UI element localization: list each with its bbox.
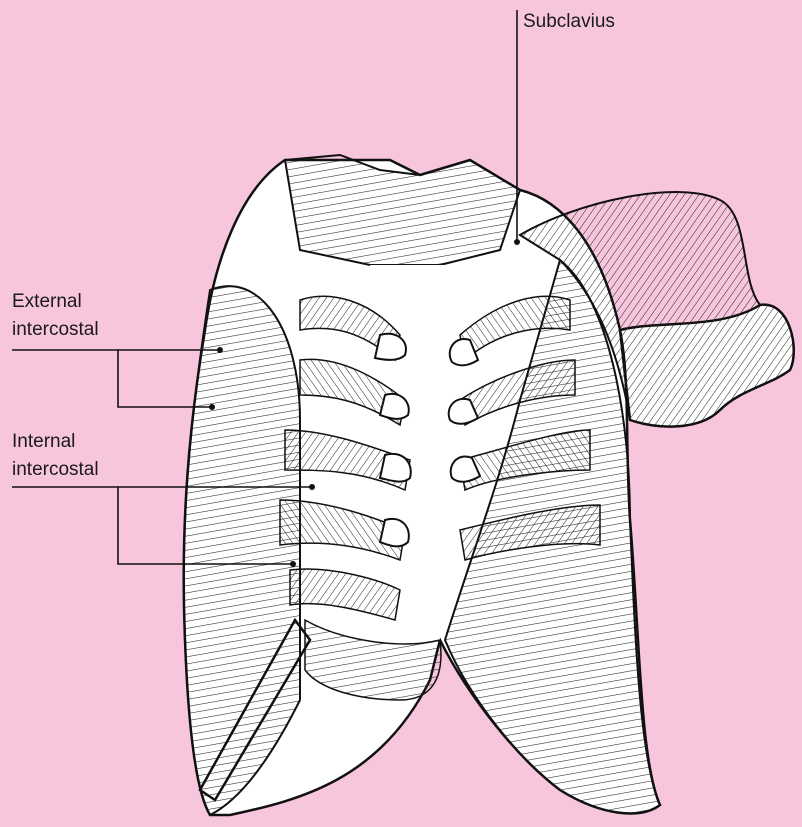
- external-intercostal-leader: [12, 350, 212, 407]
- label-external-line1: External: [12, 290, 82, 313]
- label-subclavius: Subclavius: [523, 10, 615, 33]
- label-internal-line1: Internal: [12, 430, 75, 453]
- label-external-line2: intercostal: [12, 318, 99, 341]
- label-internal-line2: intercostal: [12, 458, 99, 481]
